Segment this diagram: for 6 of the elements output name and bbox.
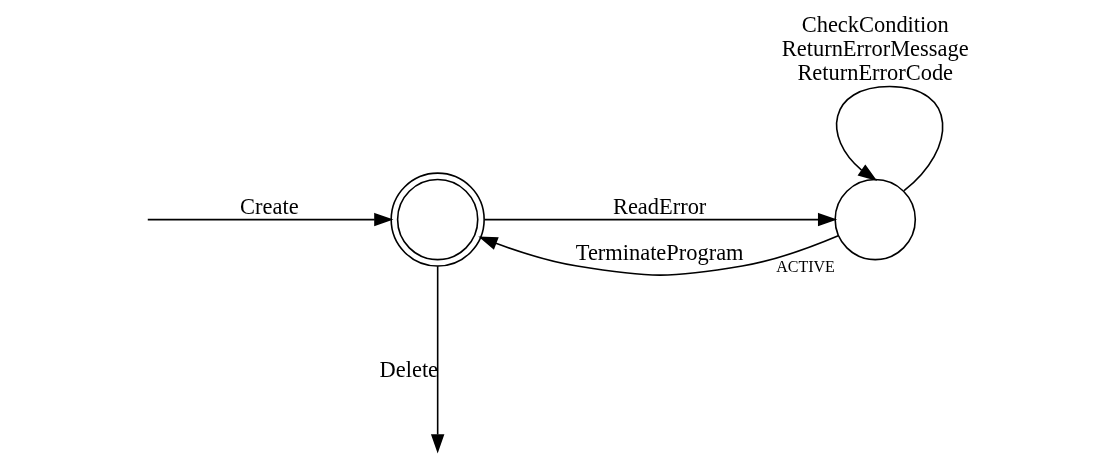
edge-label: CheckCondition ReturnErrorMessage ReturnErrorCode bbox=[781, 12, 969, 86]
edge-label: Create bbox=[239, 193, 299, 219]
edge-label: Delete bbox=[379, 356, 438, 382]
edge-label: TerminateProgram bbox=[575, 239, 744, 265]
edge-label: ReadError bbox=[612, 193, 706, 219]
node-label: ACTIVE bbox=[775, 258, 835, 276]
